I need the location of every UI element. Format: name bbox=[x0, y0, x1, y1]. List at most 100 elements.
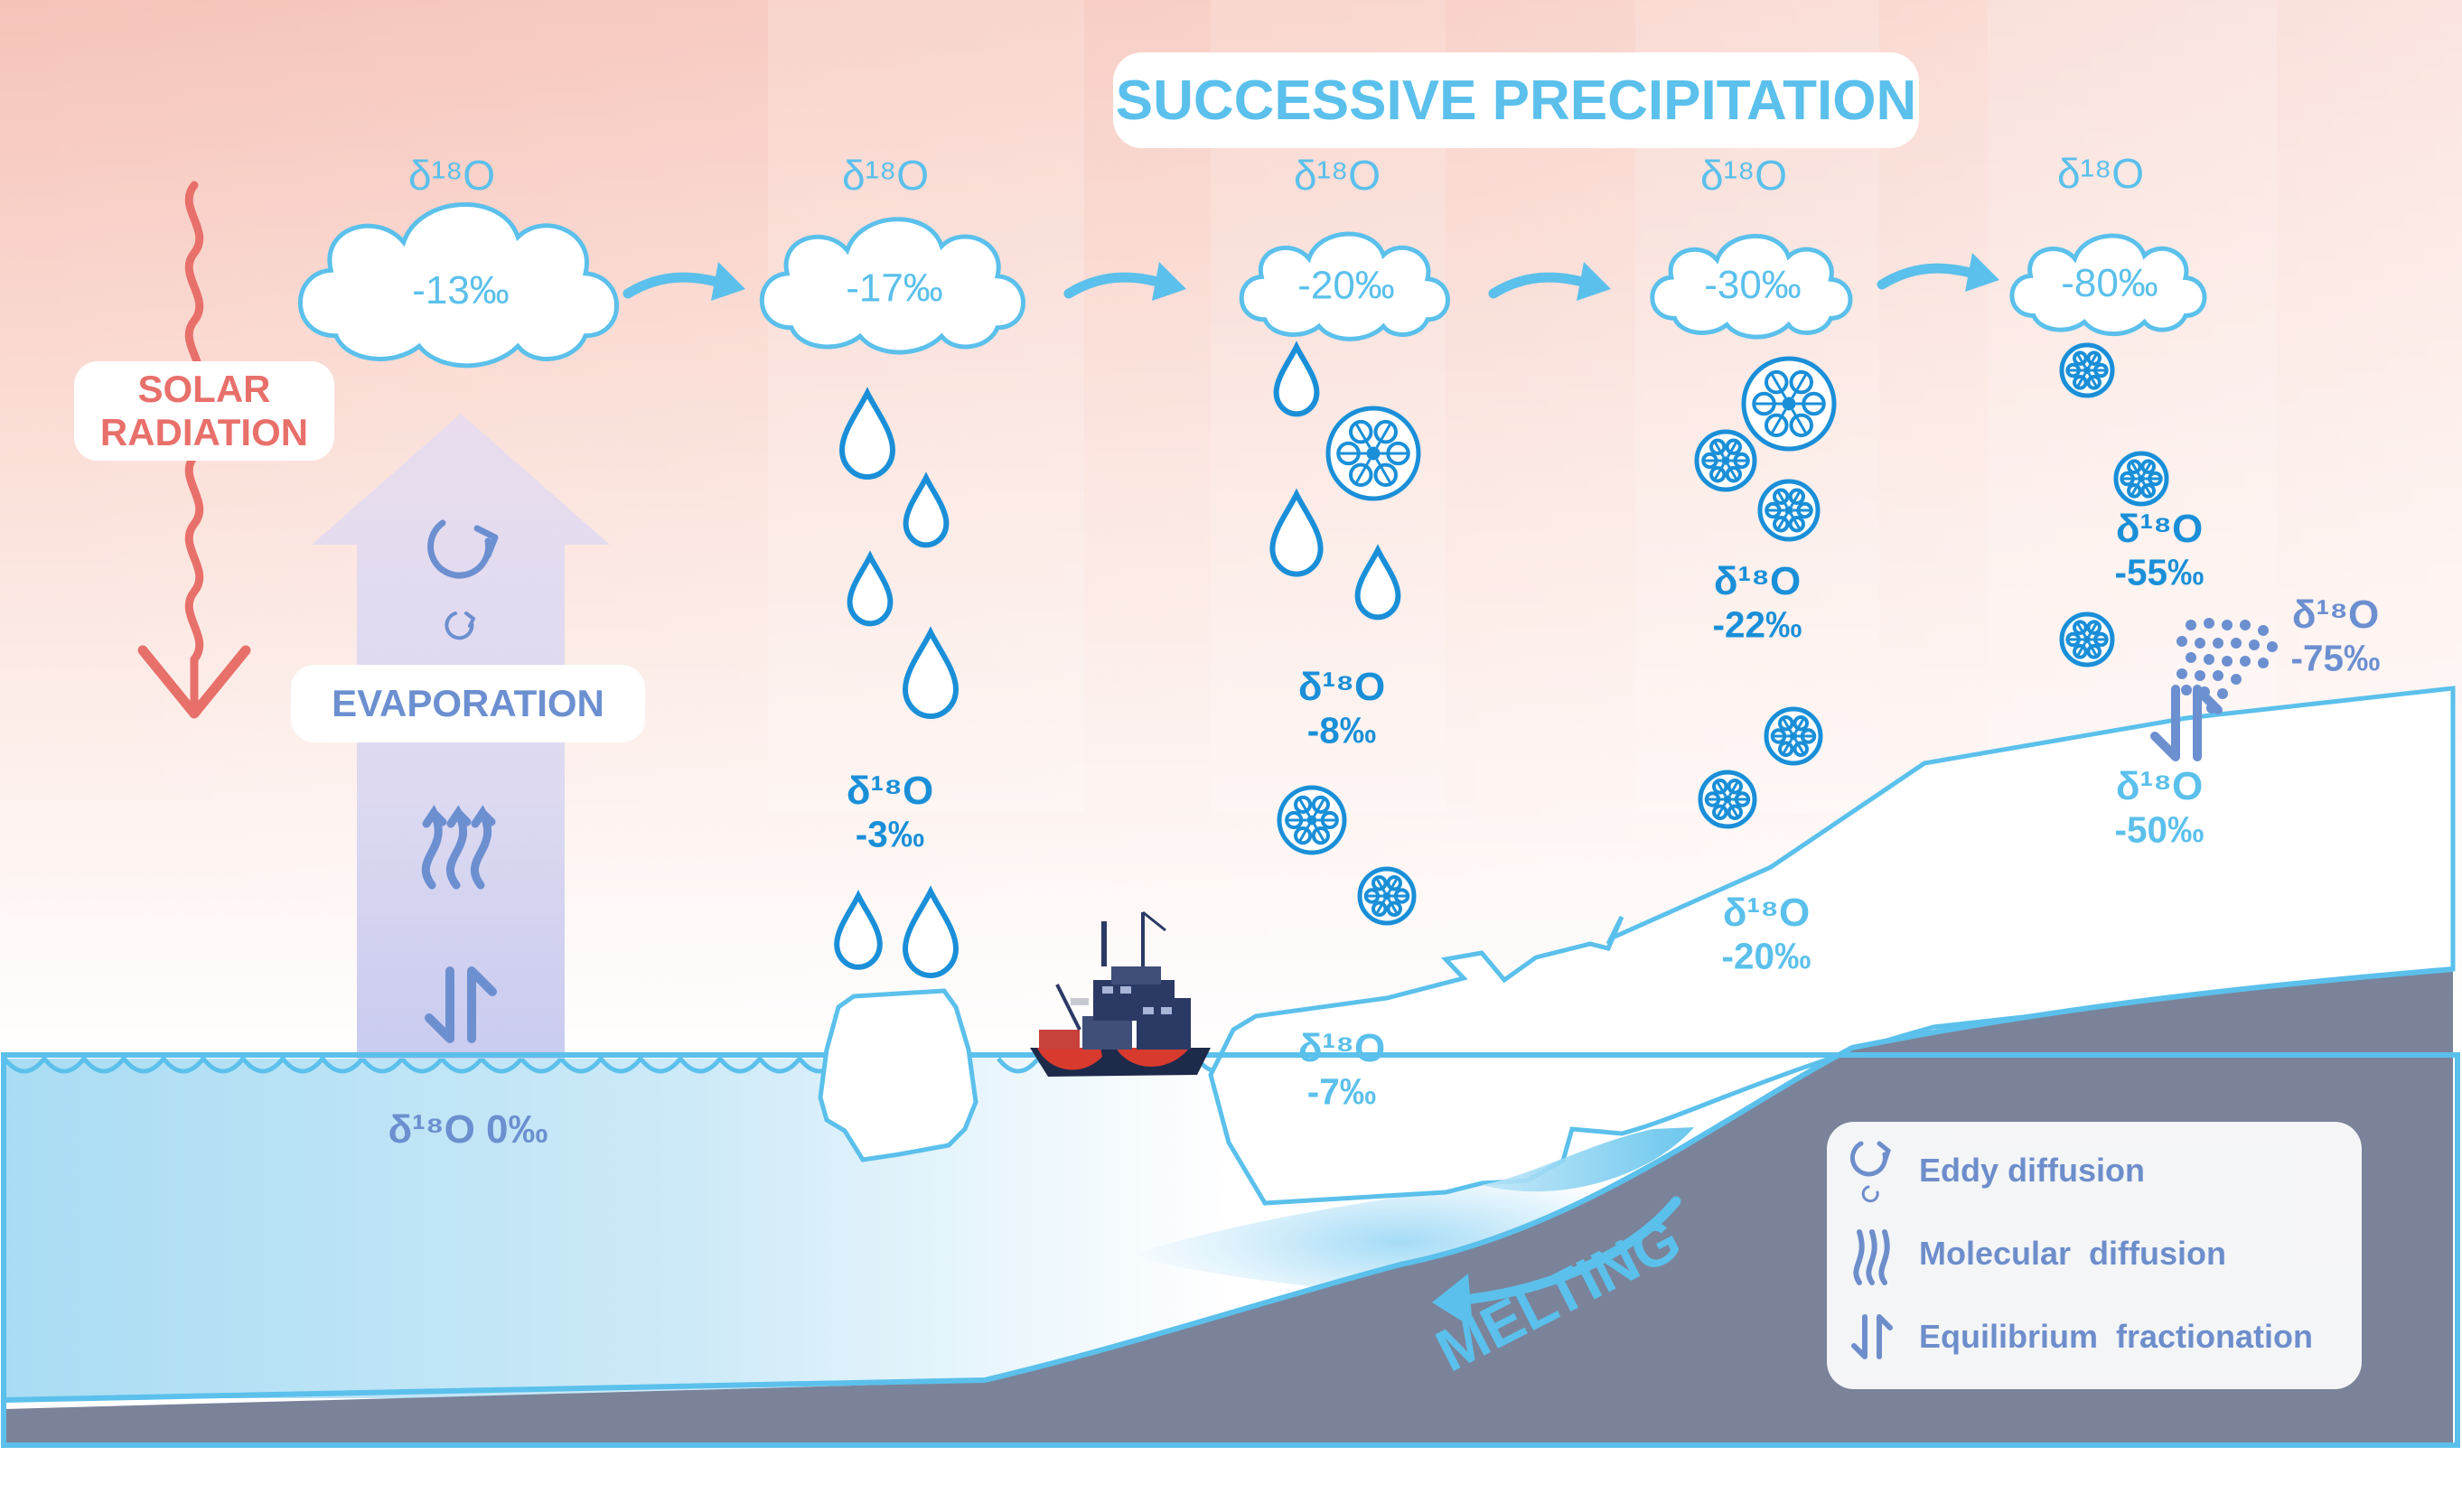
transport-arrow-1 bbox=[623, 262, 745, 301]
raindrops bbox=[834, 341, 1401, 979]
cloud-5: -80‰ bbox=[2009, 233, 2207, 337]
precip-1-symbol: δ¹⁸O bbox=[847, 769, 933, 813]
equilibrium-fractionation-icon bbox=[425, 966, 497, 1043]
ice-1-symbol: δ¹⁸O bbox=[1298, 1026, 1385, 1070]
snow-dot bbox=[2181, 685, 2192, 695]
snowflake-icon bbox=[2059, 342, 2115, 398]
snowflake-icon bbox=[1694, 429, 1757, 492]
page-title: SUCCESSIVE PRECIPITATION bbox=[1115, 69, 1917, 132]
cloud-value-2: -17‰ bbox=[846, 266, 943, 310]
precip-2-symbol: δ¹⁸O bbox=[1298, 665, 1385, 709]
snowflake-icon bbox=[1741, 356, 1837, 452]
snow-dot bbox=[2231, 674, 2242, 685]
raindrop-icon bbox=[834, 890, 883, 970]
snow-dot bbox=[2258, 625, 2269, 636]
snowflake-icon bbox=[1764, 706, 1823, 766]
snow-dot bbox=[2240, 656, 2251, 667]
solar-radiation-label-2: RADIATION bbox=[99, 411, 309, 453]
molecular-diffusion-icon bbox=[1845, 1218, 1899, 1290]
snowflake-icon bbox=[1325, 406, 1421, 501]
cloud-2: -17‰ bbox=[759, 217, 1025, 355]
ice-3-value: -50‰ bbox=[2115, 809, 2205, 851]
evaporation-banner: EVAPORATION bbox=[291, 665, 645, 742]
cloud-symbol-4: δ¹⁸O bbox=[1700, 152, 1787, 199]
snow-dot bbox=[2217, 688, 2228, 699]
cloud-3: -20‰ bbox=[1239, 231, 1450, 341]
precip-4-symbol: δ¹⁸O bbox=[2116, 507, 2203, 551]
equilibrium-fractionation-icon-ice bbox=[2150, 685, 2223, 761]
snow-dot bbox=[2267, 641, 2278, 652]
snow-dot bbox=[2186, 620, 2196, 630]
legend-label: Molecular diffusion bbox=[1919, 1235, 2227, 1272]
melting-arrow bbox=[1432, 1196, 1681, 1328]
raindrop-icon bbox=[903, 471, 950, 548]
snow-dot bbox=[2258, 658, 2269, 668]
precip-4-value: -55‰ bbox=[2115, 552, 2205, 593]
precip-3-symbol: δ¹⁸O bbox=[1714, 559, 1801, 603]
raindrop-icon bbox=[1354, 544, 1401, 621]
evaporation-label: EVAPORATION bbox=[332, 682, 604, 724]
cloud-symbol-5: δ¹⁸O bbox=[2057, 150, 2144, 197]
raindrop-icon bbox=[838, 387, 896, 481]
raindrop-icon bbox=[1269, 488, 1324, 577]
clouds: -13‰ δ¹⁸O -17‰ δ¹⁸O -20‰ δ¹⁸O -30‰ δ¹⁸O -80‰ δ¹⁸O bbox=[298, 150, 2207, 369]
cross-section-frame bbox=[1, 1052, 2460, 1448]
isotope-labels: δ¹⁸O-3‰δ¹⁸O-8‰δ¹⁸O-22‰δ¹⁸O-55‰δ¹⁸O-75‰δ¹… bbox=[388, 507, 2380, 1152]
snow-dot bbox=[2176, 668, 2187, 679]
raindrop-icon bbox=[902, 885, 960, 979]
precip-1-value: -3‰ bbox=[856, 814, 924, 855]
snowflake-icon bbox=[1757, 479, 1821, 542]
ice-1-value: -7‰ bbox=[1307, 1071, 1376, 1113]
molecular-diffusion-icon bbox=[421, 805, 496, 890]
solar-radiation-banner: SOLAR RADIATION bbox=[74, 361, 334, 461]
snow-dot bbox=[2186, 652, 2196, 663]
legend-label: Equilibrium fractionation bbox=[1919, 1318, 2314, 1355]
snow-dot bbox=[2213, 670, 2223, 681]
iceberg bbox=[818, 988, 978, 1162]
transport-arrow-4 bbox=[1877, 253, 1999, 292]
cloud-value-3: -20‰ bbox=[1297, 264, 1395, 308]
snow-dot bbox=[2204, 654, 2214, 665]
snow-dot bbox=[2176, 636, 2187, 647]
snow-dot bbox=[2222, 656, 2233, 667]
snow-dot bbox=[2249, 639, 2260, 650]
snow-dot bbox=[2231, 638, 2242, 649]
snowflake-icon bbox=[1698, 770, 1757, 829]
transport-arrow-3 bbox=[1488, 262, 1611, 301]
snowflake-icon bbox=[2059, 611, 2115, 667]
snow-dot bbox=[2240, 620, 2251, 630]
ice-3-symbol: δ¹⁸O bbox=[2116, 764, 2203, 808]
transport-arrow-2 bbox=[1063, 262, 1186, 301]
snowflake-icon bbox=[2113, 451, 2169, 507]
legend-item: Equilibrium fractionation bbox=[1845, 1301, 2313, 1373]
cloud-symbol-1: δ¹⁸O bbox=[408, 152, 495, 199]
snow-dots-cluster bbox=[2176, 618, 2278, 714]
eddy-diffusion-icon bbox=[427, 519, 499, 640]
precip-5-symbol: δ¹⁸O bbox=[2292, 593, 2379, 637]
title-banner: SUCCESSIVE PRECIPITATION bbox=[1113, 52, 1919, 148]
cloud-value-5: -80‰ bbox=[2061, 261, 2158, 305]
vapour-transport-arrows bbox=[623, 253, 1999, 301]
raindrop-icon bbox=[902, 626, 960, 720]
cloud-4: -30‰ bbox=[1650, 234, 1853, 340]
solar-radiation-label-1: SOLAR bbox=[137, 368, 271, 410]
snow-dot bbox=[2195, 638, 2205, 649]
precip-3-value: -22‰ bbox=[1713, 604, 1802, 646]
cloud-value-1: -13‰ bbox=[412, 268, 510, 313]
legend-label: Eddy diffusion bbox=[1919, 1152, 2145, 1189]
precip-5-value: -75‰ bbox=[2291, 638, 2381, 679]
legend-item: Molecular diffusion bbox=[1845, 1218, 2226, 1290]
cloud-symbol-3: δ¹⁸O bbox=[1294, 152, 1381, 199]
equilibrium-fractionation-icon bbox=[1845, 1301, 1899, 1373]
snow-dot bbox=[2213, 638, 2223, 649]
research-ship bbox=[1030, 910, 1211, 1077]
snowflake-icon bbox=[1357, 866, 1417, 926]
cloud-1: -13‰ bbox=[298, 201, 619, 369]
cloud-value-4: -30‰ bbox=[1704, 263, 1802, 307]
snowflakes bbox=[1277, 342, 2169, 926]
legend-item: Eddy diffusion bbox=[1845, 1134, 2145, 1207]
ice-2-symbol: δ¹⁸O bbox=[1723, 891, 1810, 935]
snowflake-icon bbox=[1277, 785, 1347, 855]
cloud-symbol-2: δ¹⁸O bbox=[842, 152, 929, 199]
